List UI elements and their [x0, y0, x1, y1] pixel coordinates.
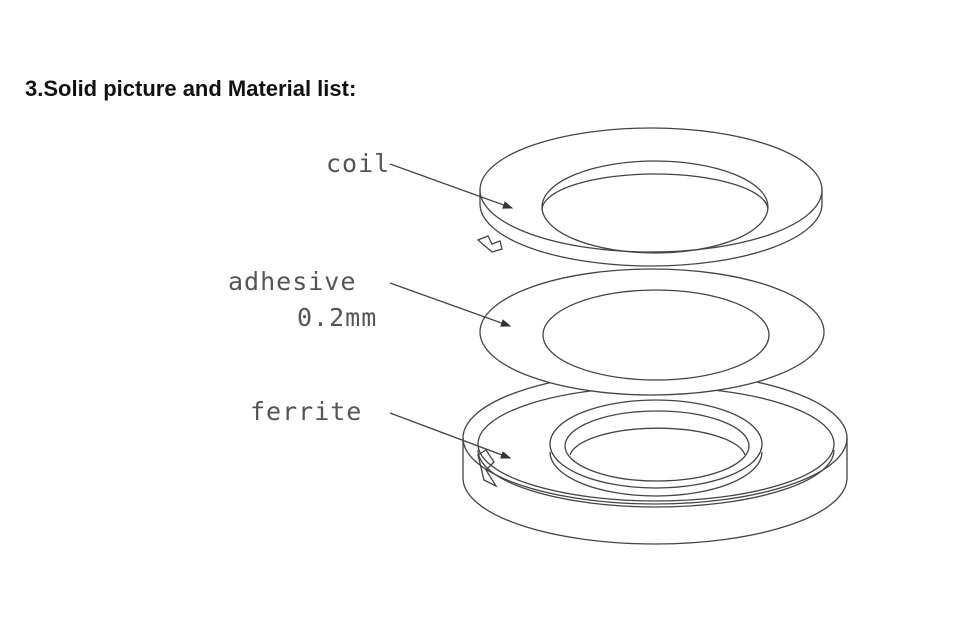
label-ferrite: ferrite — [250, 397, 362, 426]
adhesive-part — [479, 268, 825, 396]
label-coil: coil — [326, 149, 390, 178]
section-title: 3.Solid picture and Material list: — [25, 76, 357, 101]
leader-line-ferrite — [389, 412, 512, 459]
leader-line-coil — [389, 163, 514, 209]
label-adhesive-thickness: 0.2mm — [297, 303, 377, 332]
ferrite-part — [462, 371, 848, 545]
coil-part — [476, 127, 823, 267]
leader-line-adhesive — [389, 282, 512, 327]
label-adhesive: adhesive — [228, 267, 356, 296]
